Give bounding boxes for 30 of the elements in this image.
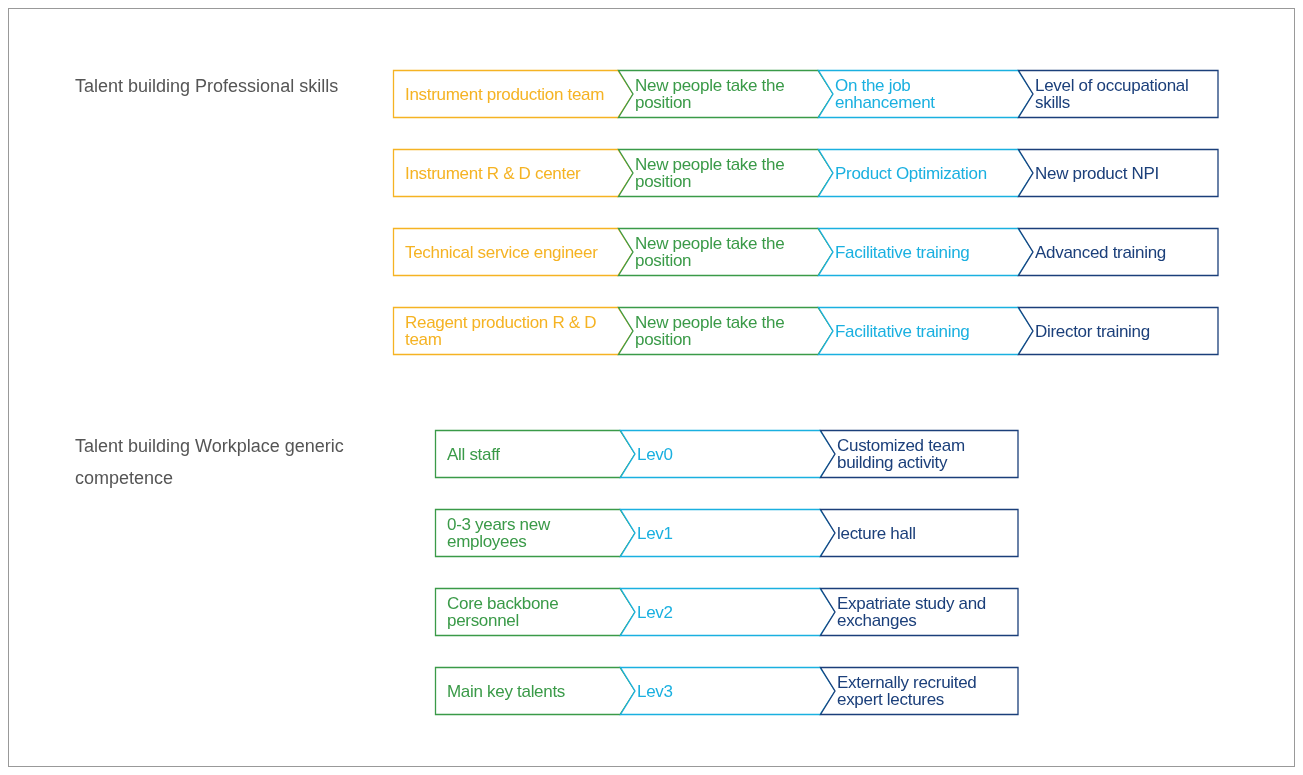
- step-box: Customized team building activity: [820, 430, 1018, 478]
- chevron-box: New people take the position: [618, 70, 833, 118]
- chevron-box: Instrument R & D center: [393, 149, 633, 197]
- chevron-box: New people take the position: [618, 228, 833, 276]
- chevron-box: Lev2: [620, 588, 835, 636]
- chevron-box: Main key talents: [435, 667, 635, 715]
- chevron-box: Lev1: [620, 509, 835, 557]
- chevron-box: All staff: [435, 430, 635, 478]
- chevron-box: Core backbone personnel: [435, 588, 635, 636]
- chevron-box: Technical service engineer: [393, 228, 633, 276]
- chevron-box: Product Optimization: [818, 149, 1033, 197]
- chevron-box: New people take the position: [618, 307, 833, 355]
- chevron-box: Facilitative training: [818, 307, 1033, 355]
- chevron-box: Lev3: [620, 667, 835, 715]
- step-box: Advanced training: [1018, 228, 1218, 276]
- chevron-box: 0-3 years new employees: [435, 509, 635, 557]
- section-heading: Talent building Professional skills: [75, 75, 340, 98]
- chevron-box: Instrument production team: [393, 70, 633, 118]
- step-box: New product NPI: [1018, 149, 1218, 197]
- chevron-box: On the job enhancement: [818, 70, 1033, 118]
- step-box: Director training: [1018, 307, 1218, 355]
- chevron-box: Reagent production R & D team: [393, 307, 633, 355]
- step-box: Level of occupational skills: [1018, 70, 1218, 118]
- step-box: Externally recruited expert lectures: [820, 667, 1018, 715]
- chevron-box: New people take the position: [618, 149, 833, 197]
- chevron-box: Lev0: [620, 430, 835, 478]
- step-box: Expatriate study and exchanges: [820, 588, 1018, 636]
- step-box: lecture hall: [820, 509, 1018, 557]
- section-heading: Talent building Workplace generic competence: [75, 435, 345, 490]
- chevron-box: Facilitative training: [818, 228, 1033, 276]
